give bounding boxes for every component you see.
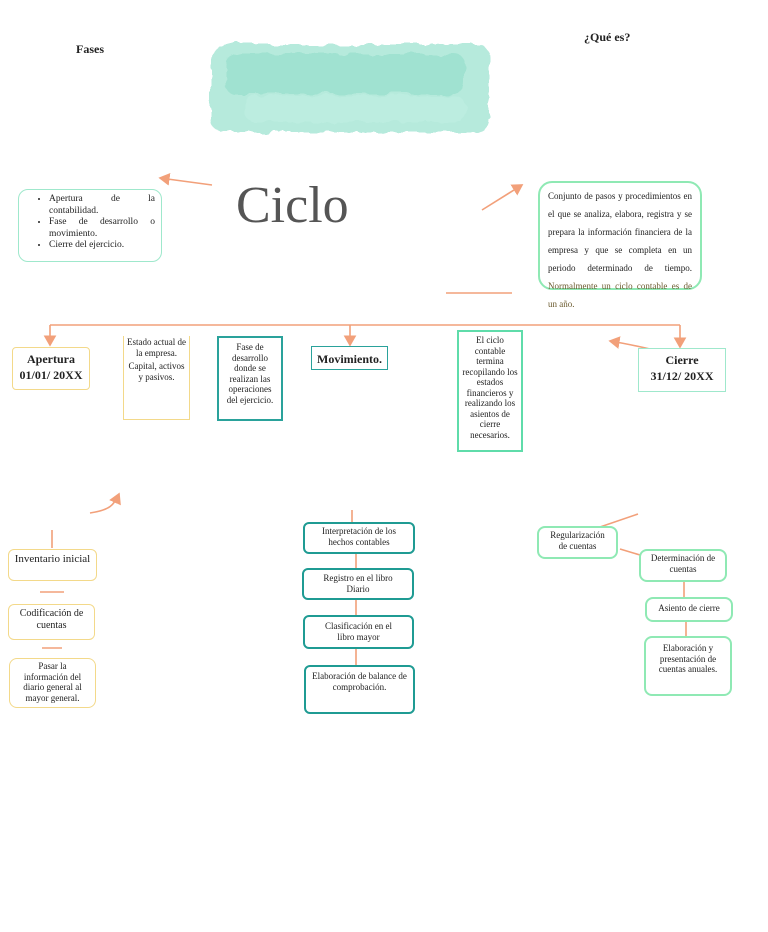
left-step-codificacion: Codificación de cuentas — [8, 604, 95, 640]
middle-step-clasificacion: Clasificación en el libro mayor — [303, 615, 414, 649]
estado-actual-capital: Capital, activos y pasivos. — [126, 361, 187, 382]
right-step-elaboracion: Elaboración y presentación de cuentas an… — [644, 636, 732, 696]
arrow-to-definition — [482, 185, 522, 210]
cierre-date: 31/12/ 20XX — [639, 368, 725, 384]
apertura-title: Apertura — [13, 351, 89, 367]
page-title: Ciclo — [236, 176, 349, 235]
phase-item: Cierre del ejercicio. — [49, 240, 155, 252]
phase-item: Fase de desarrollo o movimiento. — [49, 217, 155, 240]
watercolor-brush-decoration — [205, 34, 495, 144]
apertura-box: Apertura 01/01/ 20XX — [12, 347, 90, 390]
movimiento-box: Movimiento. — [311, 346, 388, 370]
definition-text: Conjunto de pasos y procedimientos en el… — [548, 191, 692, 273]
fase-desarrollo-box: Fase de desarrollo donde se realizan las… — [217, 336, 283, 421]
curve-left — [90, 494, 119, 513]
arrow-to-phases — [160, 178, 212, 185]
definition-box: Conjunto de pasos y procedimientos en el… — [538, 181, 702, 290]
middle-step-balance: Elaboración de balance de comprobación. — [304, 665, 415, 714]
middle-step-interpretacion: Interpretación de los hechos contables — [303, 522, 415, 554]
middle-step-registro: Registro en el libro Diario — [302, 568, 414, 600]
movimiento-label: Movimiento. — [317, 352, 382, 366]
phase-item: Apertura de la contabilidad. — [49, 194, 155, 217]
cierre-title: Cierre — [639, 352, 725, 368]
que-es-label: ¿Qué es? — [584, 30, 630, 45]
estado-actual-box: Estado actual de la empresa. Capital, ac… — [123, 336, 190, 420]
right-step-regularizacion: Regularización de cuentas — [537, 526, 618, 559]
fases-label: Fases — [76, 42, 104, 57]
right-step-asiento: Asiento de cierre — [645, 597, 733, 622]
cierre-box: Cierre 31/12/ 20XX — [638, 348, 726, 392]
phases-box: Apertura de la contabilidad. Fase de des… — [18, 189, 162, 262]
left-step-pasar: Pasar la información del diario general … — [9, 658, 96, 708]
right-step-determinacion: Determinación de cuentas — [639, 549, 727, 582]
left-step-inventario: Inventario inicial — [8, 549, 97, 581]
right-link1 — [620, 549, 640, 555]
ciclo-termina-box: El ciclo contable termina recopilando lo… — [457, 330, 523, 452]
estado-actual-text: Estado actual de la empresa. — [126, 337, 187, 358]
apertura-date: 01/01/ 20XX — [13, 367, 89, 383]
